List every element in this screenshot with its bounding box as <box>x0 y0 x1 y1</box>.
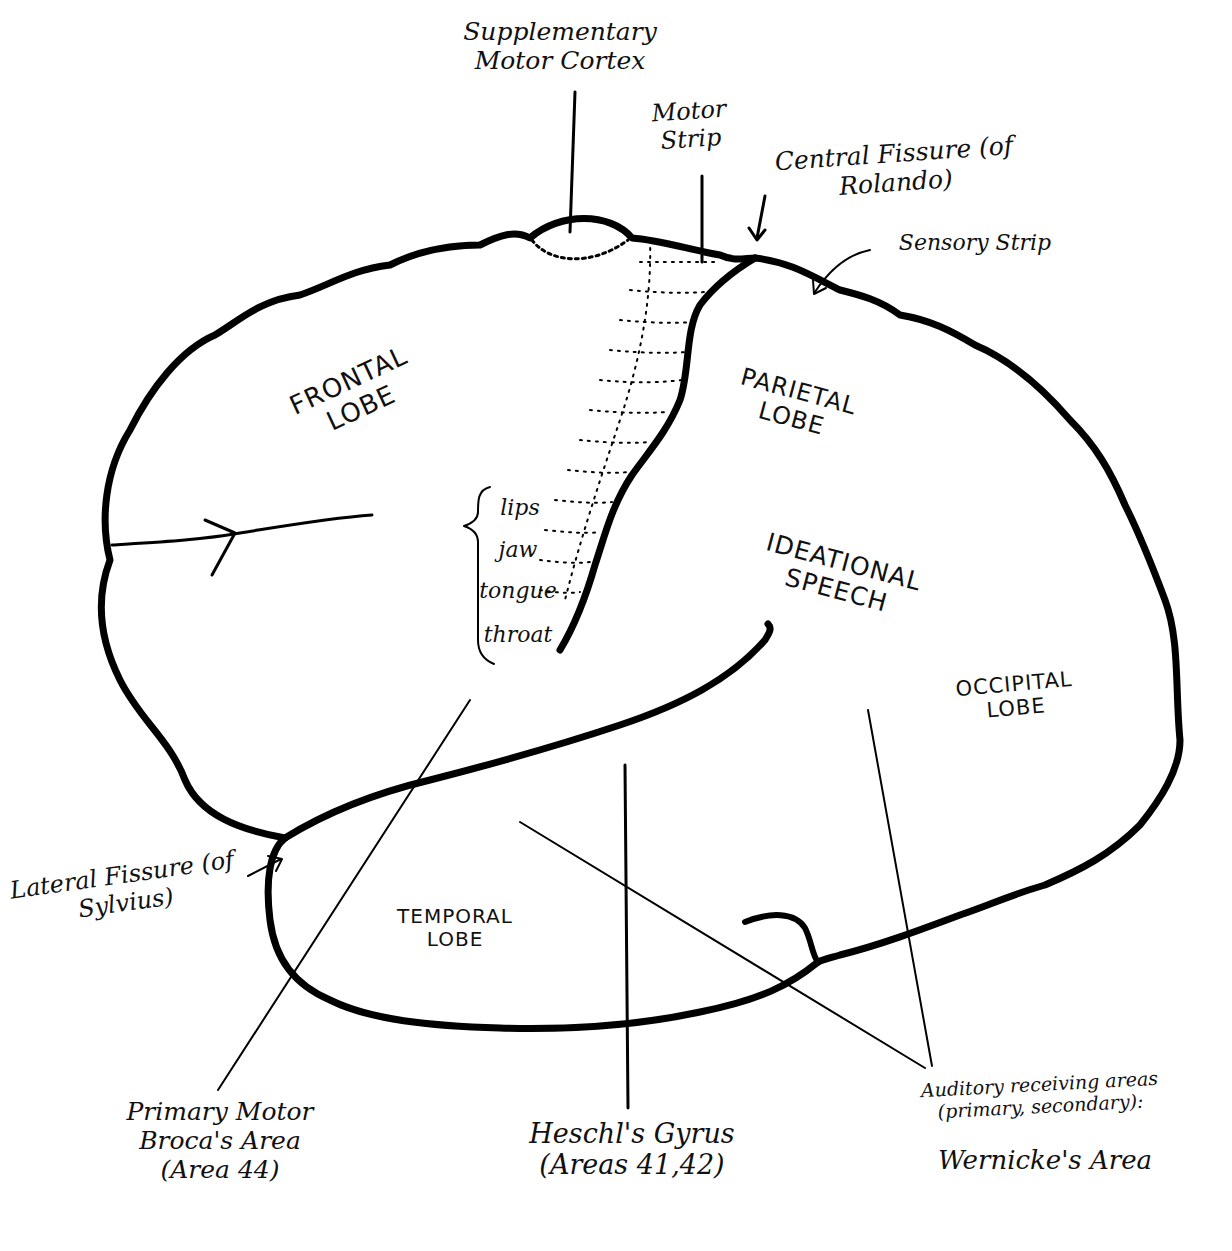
region-label: Heschl's Gyrus (Areas 41,42) <box>507 1118 757 1180</box>
region-label: Lateral Fissure (of Sylvius) <box>6 846 241 933</box>
region-label: Primary Motor Broca's Area (Area 44) <box>110 1098 330 1184</box>
region-label: OCCIPITAL LOBE <box>933 665 1097 727</box>
region-label: Auditory receiving areas (primary, secon… <box>904 1067 1176 1125</box>
region-label: lips <box>485 495 555 520</box>
region-label: IDEATIONAL SPEECH <box>726 521 953 633</box>
region-label: throat <box>473 622 563 647</box>
region-label: jaw <box>483 537 553 562</box>
region-label: TEMPORAL LOBE <box>385 905 525 951</box>
region-label: Sensory Strip <box>875 230 1075 255</box>
region-label: PARIETAL LOBE <box>711 358 880 453</box>
region-label: Wernicke's Area <box>920 1146 1170 1176</box>
region-label: FRONTAL LOBE <box>274 336 435 454</box>
region-label: Motor Strip <box>643 95 737 156</box>
region-label: tongue <box>473 578 563 603</box>
region-label: Central Fissure (of Rolando) <box>773 132 1016 206</box>
region-label: Supplementary Motor Cortex <box>445 18 675 76</box>
